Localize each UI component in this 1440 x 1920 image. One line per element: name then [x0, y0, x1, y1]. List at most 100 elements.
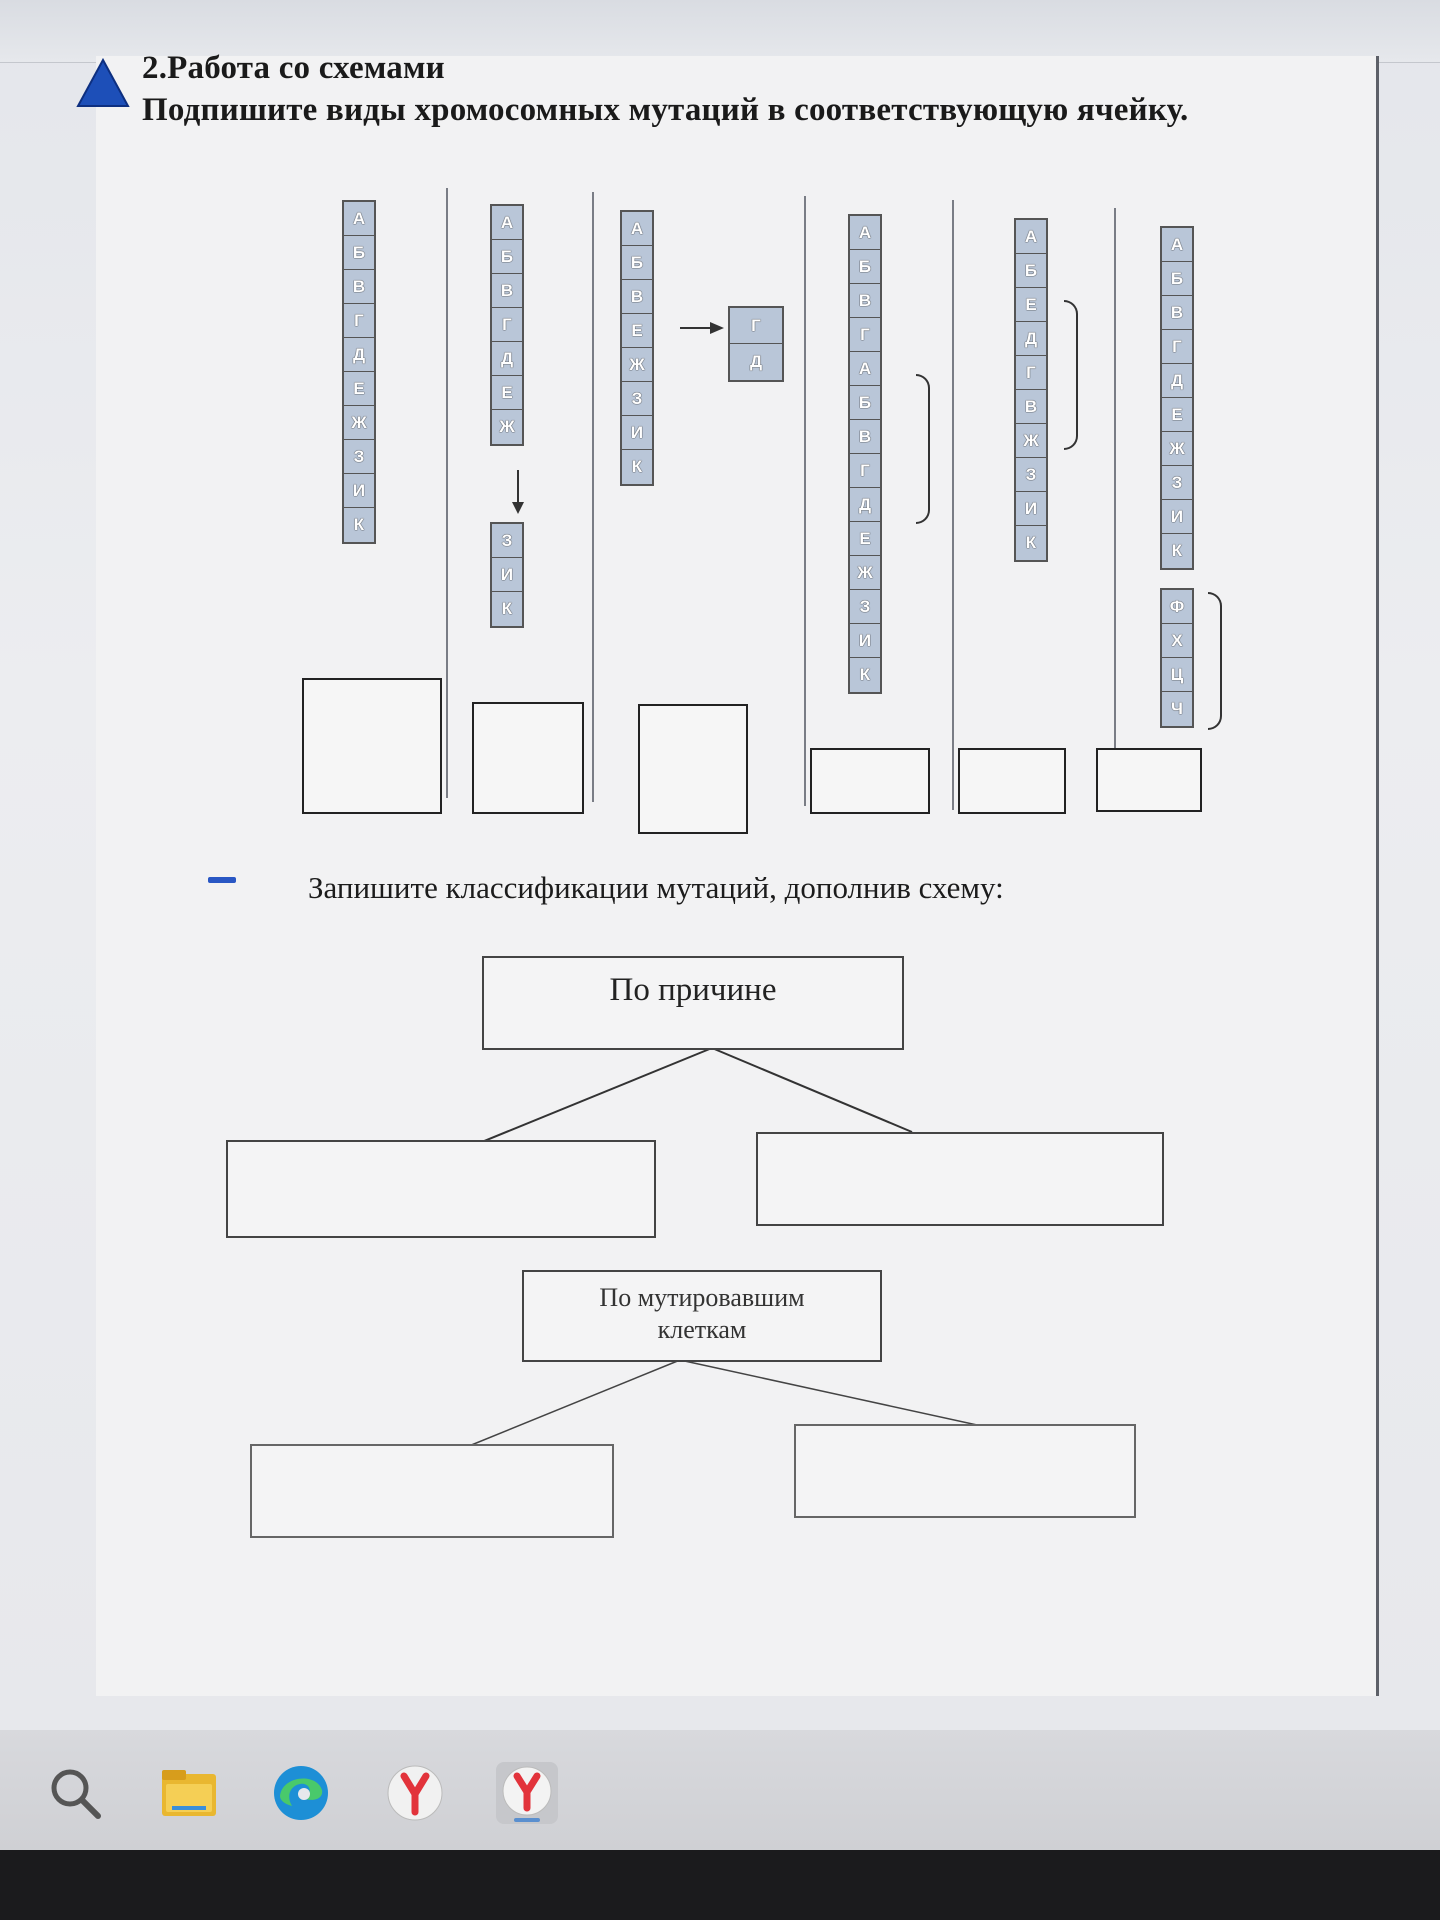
- answer-box-6[interactable]: [1096, 748, 1202, 812]
- gene-cell: Б: [344, 236, 374, 270]
- scheme2-root-label: По мутировавшим клеткам: [599, 1283, 805, 1344]
- section-title: 2.Работа со схемами: [142, 50, 445, 86]
- gene-cell: И: [622, 416, 652, 450]
- gene-cell: А: [850, 352, 880, 386]
- gene-cell: И: [1016, 492, 1046, 526]
- gene-cell: Г: [850, 318, 880, 352]
- gene-cell: А: [492, 206, 522, 240]
- gene-cell: З: [622, 382, 652, 416]
- gene-cell: Е: [344, 372, 374, 406]
- gene-cell: Г: [344, 304, 374, 338]
- gene-cell: А: [622, 212, 652, 246]
- gene-cell: Е: [492, 376, 522, 410]
- gene-cell: К: [631, 457, 643, 476]
- answer-box-1[interactable]: [302, 678, 442, 814]
- search-icon[interactable]: [44, 1762, 106, 1824]
- gene-cell: Е: [1016, 288, 1046, 322]
- column-divider: [952, 200, 954, 810]
- gene-cell: Е: [622, 314, 652, 348]
- gene-cell: З: [492, 524, 522, 558]
- gene-cell: Х: [1162, 624, 1192, 658]
- answer-box-4[interactable]: [810, 748, 930, 814]
- taskbar: [0, 1730, 1440, 1850]
- gene-cell: Д: [850, 488, 880, 522]
- gene-cell: А: [1016, 220, 1046, 254]
- answer-box-2[interactable]: [472, 702, 584, 814]
- gene-cell: Г: [492, 308, 522, 342]
- scheme2-root-box: По мутировавшим клеткам: [522, 1270, 882, 1362]
- gene-cell: К: [353, 515, 365, 534]
- gene-cell: К: [1025, 533, 1037, 552]
- gene-cell: Д: [344, 338, 374, 372]
- gene-cell: Ж: [344, 406, 374, 440]
- monitor-bezel: [0, 1850, 1440, 1920]
- yandex-browser-active-icon[interactable]: [496, 1762, 558, 1824]
- gene-cell: В: [1162, 296, 1192, 330]
- answer-box-3[interactable]: [638, 704, 748, 834]
- gene-cell: А: [344, 202, 374, 236]
- gene-cell: З: [1016, 458, 1046, 492]
- gene-cell: И: [492, 558, 522, 592]
- gene-cell: Ж: [499, 417, 515, 436]
- gene-cell: В: [492, 274, 522, 308]
- gene-cell: В: [850, 420, 880, 454]
- scheme1-root-label: По причине: [609, 972, 777, 1008]
- scheme2-left-answer-box[interactable]: [250, 1444, 614, 1538]
- gene-cell: И: [344, 474, 374, 508]
- gene-cell: З: [344, 440, 374, 474]
- gene-cell: Д: [1162, 364, 1192, 398]
- scheme2-right-answer-box[interactable]: [794, 1424, 1136, 1518]
- column-divider: [804, 196, 806, 806]
- column-divider: [592, 192, 594, 802]
- scheme1-left-answer-box[interactable]: [226, 1140, 656, 1238]
- warning-triangle-icon: [76, 58, 130, 107]
- gene-cell: Е: [850, 522, 880, 556]
- gene-cell: И: [1162, 500, 1192, 534]
- gene-cell: Е: [1162, 398, 1192, 432]
- gene-cell: Б: [850, 250, 880, 284]
- gene-cell: Д: [492, 342, 522, 376]
- gene-cell: А: [1162, 228, 1192, 262]
- gene-cell: Ф: [1162, 590, 1192, 624]
- task-instruction: Подпишите виды хромосомных мутаций в соо…: [142, 92, 1189, 128]
- task2-instruction: Запишите классификации мутаций, дополнив…: [308, 870, 1004, 905]
- gene-cell: Г: [730, 308, 782, 344]
- gene-cell: З: [850, 590, 880, 624]
- arrow-down-icon: [512, 470, 524, 514]
- gene-cell: К: [859, 665, 871, 684]
- gene-cell: Ж: [622, 348, 652, 382]
- scheme1-right-answer-box[interactable]: [756, 1132, 1164, 1226]
- scheme-connectors: [463, 1047, 1001, 1449]
- file-explorer-icon[interactable]: [158, 1762, 220, 1824]
- gene-cell: К: [501, 599, 513, 618]
- gene-cell: Г: [1162, 330, 1192, 364]
- gene-cell: Д: [749, 352, 763, 371]
- yandex-browser-icon[interactable]: [384, 1762, 446, 1824]
- gene-cell: Ж: [1016, 424, 1046, 458]
- edge-browser-icon[interactable]: [270, 1762, 332, 1824]
- scheme1-root-box: По причине: [482, 956, 904, 1050]
- gene-cell: Ц: [1162, 658, 1192, 692]
- gene-cell: Г: [1016, 356, 1046, 390]
- gene-cell: Б: [850, 386, 880, 420]
- column-divider: [446, 188, 448, 798]
- gene-cell: Г: [850, 454, 880, 488]
- gene-cell: В: [850, 284, 880, 318]
- gene-cell: В: [622, 280, 652, 314]
- gene-cell: И: [850, 624, 880, 658]
- arrow-right-icon: [680, 322, 724, 334]
- gene-cell: К: [1171, 541, 1183, 560]
- answer-box-5[interactable]: [958, 748, 1066, 814]
- gene-cell: Ч: [1171, 699, 1183, 718]
- screen: 2.Работа со схемами Подпишите виды хромо…: [0, 0, 1440, 1730]
- bullet-marker: [208, 877, 236, 883]
